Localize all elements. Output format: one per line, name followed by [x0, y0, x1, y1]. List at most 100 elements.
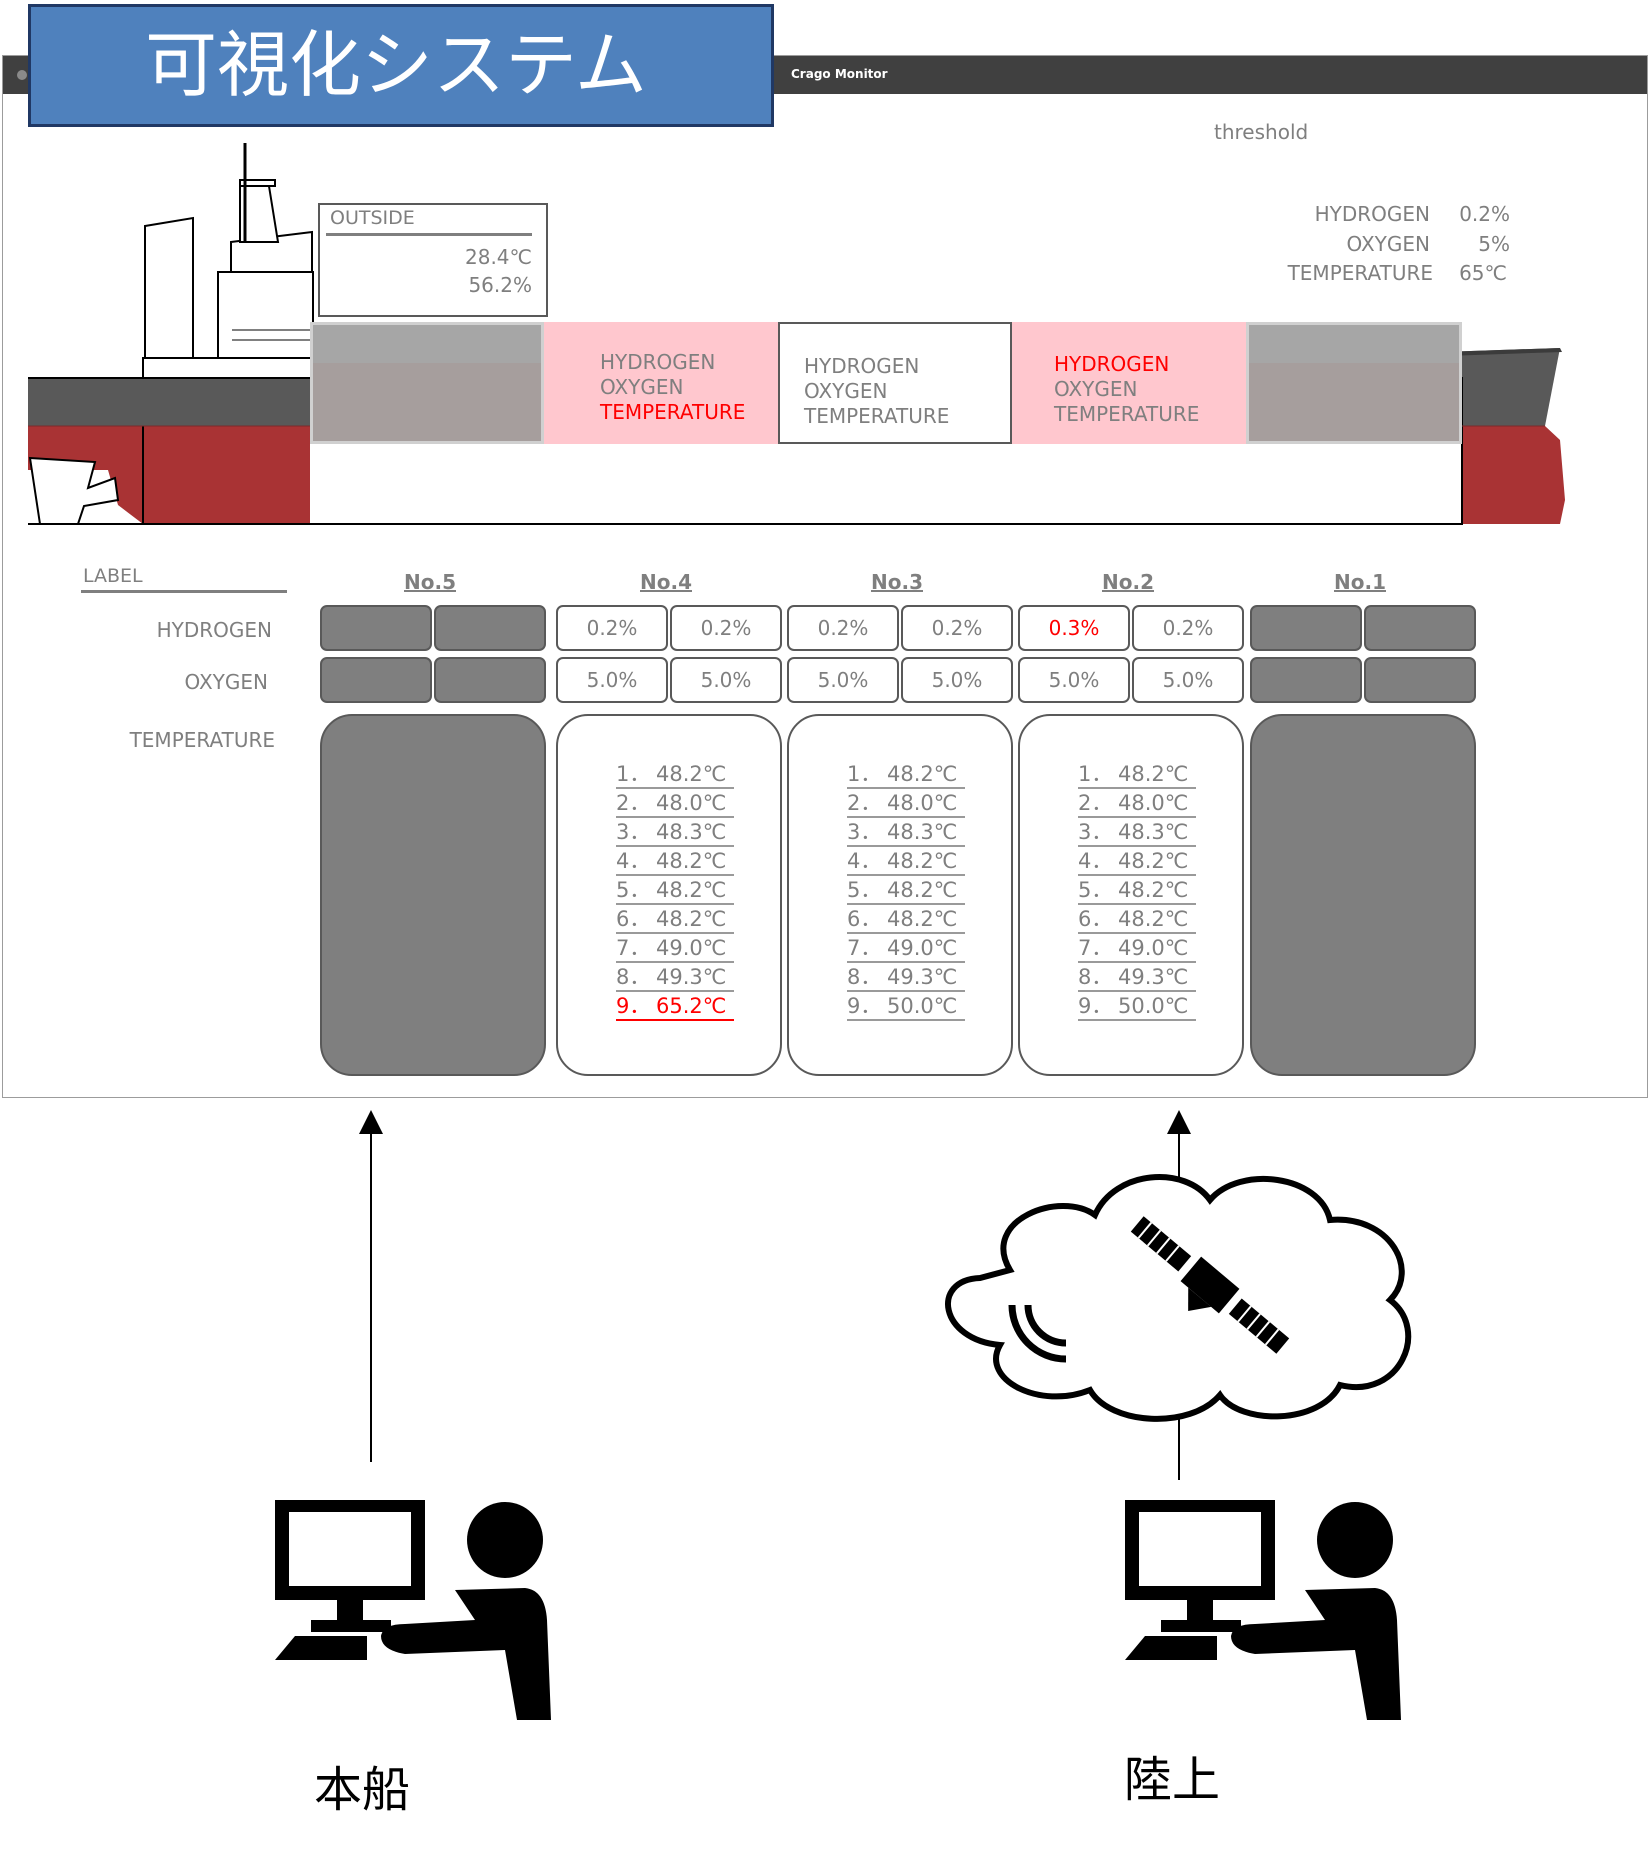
temperature-row: 4．48.2℃ [616, 847, 734, 876]
sensor-temperature: 48.2℃ [1118, 762, 1189, 786]
temperature-row: 8．49.3℃ [1078, 963, 1196, 992]
sensor-number: 4． [1078, 849, 1113, 873]
hydrogen-cell[interactable]: 0.2% [787, 605, 899, 651]
sensor-temperature: 48.2℃ [1118, 907, 1189, 931]
hydrogen-cell[interactable]: 0.2% [556, 605, 668, 651]
hydrogen-cell[interactable]: 0.3% [1018, 605, 1130, 651]
sensor-temperature: 48.2℃ [656, 907, 727, 931]
cloud-icon [945, 1174, 1412, 1422]
hull-hold-no1[interactable] [1246, 322, 1462, 444]
temperature-row: 5．48.2℃ [616, 876, 734, 905]
hull-hold-no3-labels: HYDROGEN OXYGEN TEMPERATURE [804, 354, 950, 428]
sensor-temperature: 49.0℃ [1118, 936, 1189, 960]
temperature-row: 3．48.3℃ [616, 818, 734, 847]
temperature-row: 6．48.2℃ [616, 905, 734, 934]
sensor-temperature: 48.2℃ [887, 849, 958, 873]
hold-header[interactable]: No.3 [871, 570, 923, 594]
temperature-row: 9．50.0℃ [847, 992, 965, 1021]
threshold-heading: threshold [1214, 120, 1309, 144]
temperature-row: 5．48.2℃ [847, 876, 965, 905]
temperature-row: 1．48.2℃ [616, 760, 734, 789]
threshold-value-temperature: 65℃ [1459, 261, 1507, 285]
hydrogen-cell[interactable]: 0.2% [1132, 605, 1244, 651]
sensor-temperature: 48.2℃ [887, 907, 958, 931]
row-label-oxygen: OXYGEN [184, 670, 268, 694]
oxygen-cell[interactable]: 5.0% [1132, 657, 1244, 703]
sensor-temperature: 50.0℃ [887, 994, 958, 1018]
sensor-number: 2． [1078, 791, 1113, 815]
hold-header[interactable]: No.2 [1102, 570, 1154, 594]
ship-uplink-arrow-head [359, 1110, 383, 1134]
hull-hold-no2[interactable]: HYDROGEN OXYGEN TEMPERATURE [1012, 322, 1246, 444]
land-operator-computer-icon [1125, 1500, 1401, 1720]
sensor-temperature: 49.3℃ [656, 965, 727, 989]
sensor-temperature: 65.2℃ [656, 994, 727, 1018]
sensor-number: 9． [616, 994, 651, 1018]
sensor-temperature: 49.3℃ [1118, 965, 1189, 989]
land-caption: 陸上 [1124, 1752, 1221, 1808]
oxygen-cell[interactable]: 5.0% [1018, 657, 1130, 703]
hold-header[interactable]: No.4 [640, 570, 692, 594]
threshold-label-hydrogen: HYDROGEN [1314, 202, 1430, 226]
sensor-temperature: 48.0℃ [656, 791, 727, 815]
hydrogen-cell[interactable] [320, 605, 432, 651]
sensor-number: 9． [847, 994, 882, 1018]
sensor-number: 1． [847, 762, 882, 786]
land-uplink-arrow-top [1178, 1132, 1180, 1182]
land-uplink-arrow-bottom [1178, 1412, 1180, 1480]
temperature-row: 7．49.0℃ [616, 934, 734, 963]
oxygen-cell[interactable]: 5.0% [787, 657, 899, 703]
temperature-panel[interactable] [1250, 714, 1476, 1076]
row-label-hydrogen: HYDROGEN [156, 618, 272, 642]
temperature-row: 7．49.0℃ [847, 934, 965, 963]
window-close-dot[interactable] [17, 70, 27, 80]
outside-panel: OUTSIDE 28.4℃ 56.2% [318, 203, 548, 317]
oxygen-cell[interactable]: 5.0% [901, 657, 1013, 703]
oxygen-cell[interactable]: 5.0% [556, 657, 668, 703]
hydrogen-cell[interactable]: 0.2% [670, 605, 782, 651]
sensor-temperature: 48.2℃ [656, 849, 727, 873]
hull-hold-no3[interactable]: HYDROGEN OXYGEN TEMPERATURE [778, 322, 1012, 444]
outside-divider [326, 233, 532, 236]
hull-hold-no4[interactable]: HYDROGEN OXYGEN TEMPERATURE [544, 322, 778, 444]
hull-hold-no4-labels: HYDROGEN OXYGEN TEMPERATURE [600, 350, 746, 424]
sensor-temperature: 50.0℃ [1118, 994, 1189, 1018]
hydrogen-cell[interactable] [1250, 605, 1362, 651]
sensor-temperature: 48.0℃ [1118, 791, 1189, 815]
temperature-row: 1．48.2℃ [847, 760, 965, 789]
ship-uplink-arrow [370, 1132, 372, 1462]
oxygen-cell[interactable] [434, 657, 546, 703]
sensor-temperature: 48.3℃ [656, 820, 727, 844]
sensor-temperature: 48.2℃ [656, 878, 727, 902]
sensor-number: 4． [616, 849, 651, 873]
hold-header[interactable]: No.1 [1334, 570, 1386, 594]
system-title: 可視化システム [28, 4, 774, 127]
temperature-row: 6．48.2℃ [847, 905, 965, 934]
label-heading: LABEL [83, 565, 143, 587]
sensor-temperature: 48.0℃ [887, 791, 958, 815]
oxygen-cell[interactable] [320, 657, 432, 703]
sensor-temperature: 48.2℃ [1118, 849, 1189, 873]
threshold-label-temperature: TEMPERATURE [1287, 261, 1433, 285]
oxygen-cell[interactable] [1364, 657, 1476, 703]
hydrogen-cell[interactable] [1364, 605, 1476, 651]
temperature-panel[interactable] [320, 714, 546, 1076]
temperature-row: 9．50.0℃ [1078, 992, 1196, 1021]
oxygen-cell[interactable]: 5.0% [670, 657, 782, 703]
hydrogen-cell[interactable] [434, 605, 546, 651]
row-label-temperature: TEMPERATURE [129, 728, 275, 752]
sensor-number: 5． [616, 878, 651, 902]
ship-caption: 本船 [314, 1762, 411, 1818]
hydrogen-cell[interactable]: 0.2% [901, 605, 1013, 651]
hold-header[interactable]: No.5 [404, 570, 456, 594]
land-uplink-arrow-head [1167, 1110, 1191, 1134]
sensor-temperature: 48.2℃ [656, 762, 727, 786]
sensor-number: 1． [616, 762, 651, 786]
temperature-row: 2．48.0℃ [847, 789, 965, 818]
oxygen-cell[interactable] [1250, 657, 1362, 703]
temperature-row: 2．48.0℃ [1078, 789, 1196, 818]
hull-hold-no5[interactable] [310, 322, 544, 444]
